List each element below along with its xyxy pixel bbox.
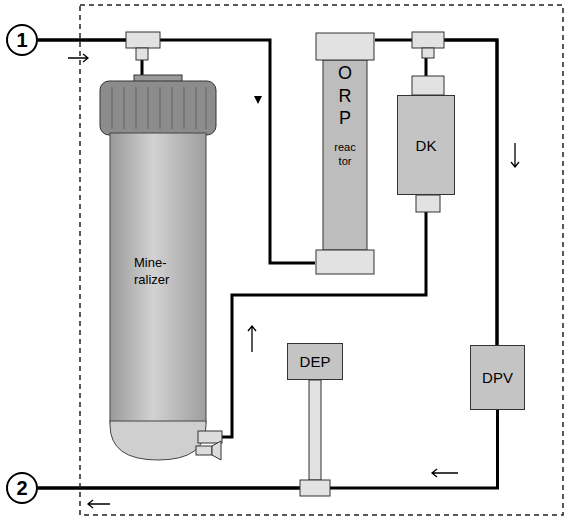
orp-reactor: O R P reac tor bbox=[315, 32, 375, 275]
flow-arrow bbox=[254, 96, 262, 104]
port-circle: 2 bbox=[6, 472, 38, 504]
flow-arrow bbox=[511, 143, 519, 167]
node-label: 2 bbox=[16, 477, 27, 500]
node-label: O R P bbox=[337, 62, 353, 130]
system-boundary bbox=[80, 5, 563, 515]
flow-arrows bbox=[68, 54, 519, 508]
port-circle: 1 bbox=[6, 24, 38, 56]
flow-arrow bbox=[432, 469, 458, 477]
tee-fitting bbox=[412, 32, 444, 48]
dep-stem bbox=[309, 380, 321, 480]
cap-ribs bbox=[112, 87, 206, 129]
node-label: DPV bbox=[482, 369, 513, 386]
drain-valve bbox=[196, 446, 212, 455]
flow-arrow bbox=[88, 500, 110, 508]
drain-funnel bbox=[212, 441, 221, 460]
tee-stem bbox=[136, 48, 148, 60]
dk-bottom-fitting bbox=[416, 195, 440, 212]
dep-unit: DEP bbox=[287, 343, 343, 380]
tee-fitting bbox=[126, 32, 160, 48]
housing-cap bbox=[100, 81, 216, 135]
housing-body bbox=[110, 133, 206, 423]
dpv-unit: DPV bbox=[470, 345, 525, 410]
flow-arrow bbox=[68, 54, 88, 62]
housing-dome bbox=[110, 421, 206, 460]
tee-fitting bbox=[300, 480, 330, 496]
node-label: DEP bbox=[300, 353, 331, 370]
mineralizer: Mine- ralizer bbox=[98, 75, 222, 462]
reactor-top-fitting bbox=[316, 33, 374, 60]
dk-top-fitting bbox=[412, 76, 444, 95]
pipe-connector bbox=[375, 40, 497, 345]
node-label: 1 bbox=[16, 29, 27, 52]
pipe-connector bbox=[38, 410, 498, 488]
flow-arrow bbox=[248, 326, 256, 352]
dk-unit: DK bbox=[397, 95, 455, 195]
node-label: reac tor bbox=[330, 140, 360, 169]
reactor-column bbox=[323, 60, 367, 250]
tee-stem bbox=[422, 48, 434, 58]
outlet-port bbox=[198, 431, 222, 443]
node-label: Mine- ralizer bbox=[134, 255, 186, 289]
node-label: DK bbox=[416, 137, 437, 154]
reactor-bottom-fitting bbox=[316, 250, 374, 274]
